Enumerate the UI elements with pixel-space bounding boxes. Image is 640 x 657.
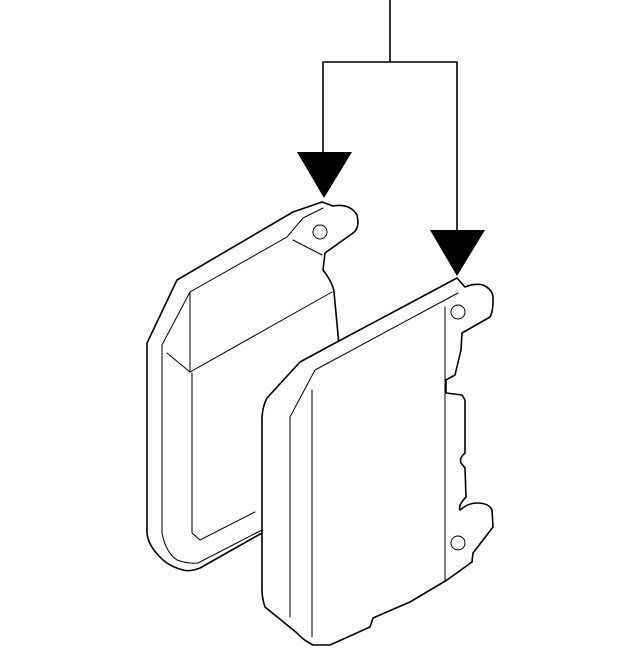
arrow-head-right [430, 230, 485, 276]
front-pad [261, 277, 494, 646]
mounting-hole-bottom [450, 535, 466, 551]
mounting-hole-top [450, 304, 466, 320]
arrow-head-left [297, 152, 352, 198]
callout-leader [297, 0, 485, 276]
mounting-hole [312, 224, 328, 240]
